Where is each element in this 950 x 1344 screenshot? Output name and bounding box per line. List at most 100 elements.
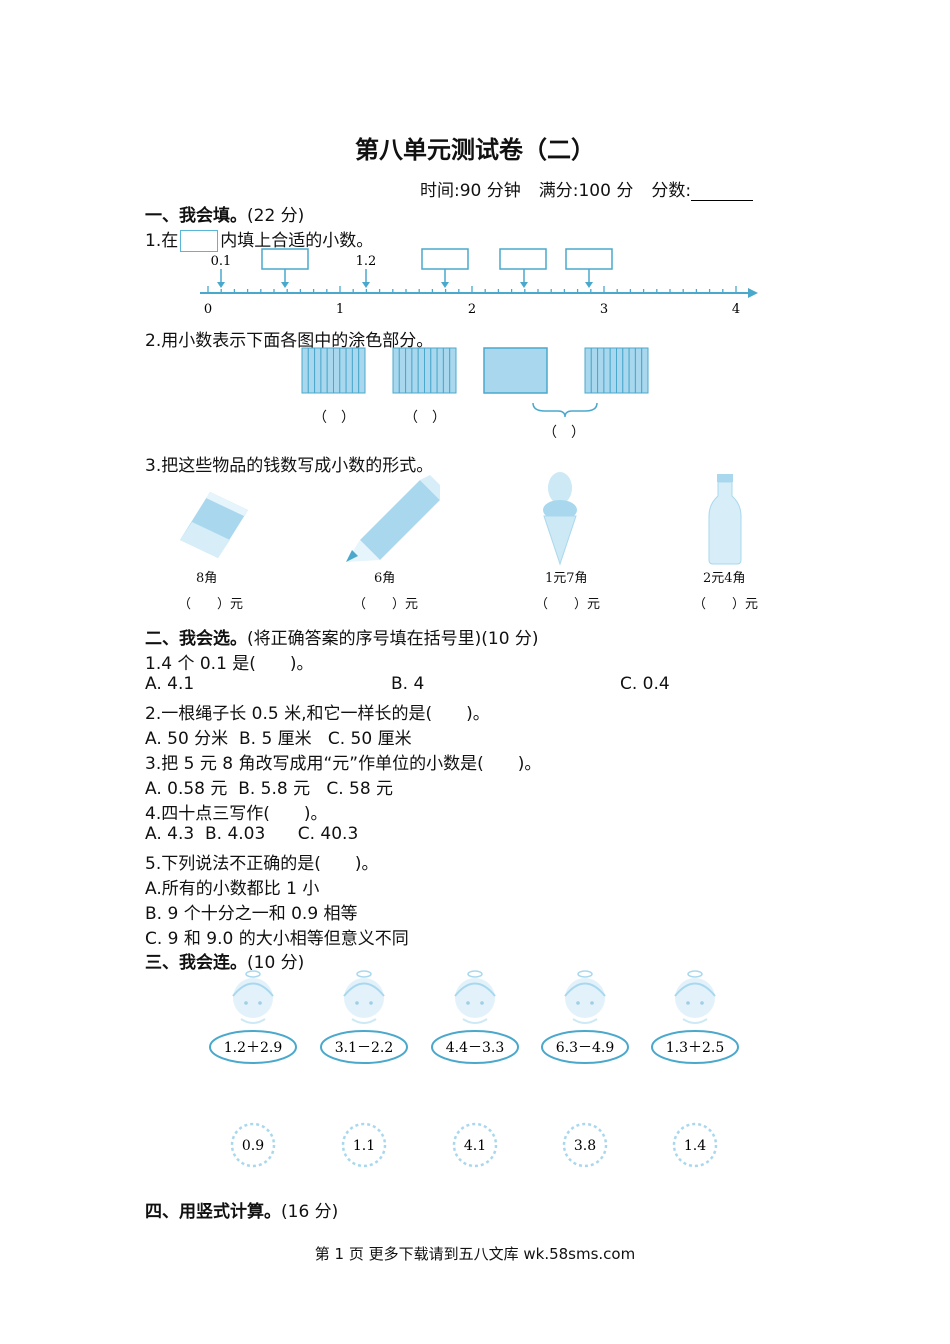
q1-prompt: 1.在 内填上合适的小数。 xyxy=(145,226,373,252)
number-line: 0 1 2 3 4 0.1 1.2 xyxy=(200,248,758,317)
figure-strip xyxy=(307,347,316,394)
answer-eraser[interactable]: （ ）元 xyxy=(178,597,244,612)
expression-oval[interactable] xyxy=(541,1030,629,1064)
number-line-ticks xyxy=(207,286,737,293)
price-eraser: 8角 xyxy=(196,571,218,586)
figure-strip xyxy=(424,347,432,394)
sample-box xyxy=(180,230,219,252)
eraser-icon xyxy=(180,492,248,558)
answer-box[interactable] xyxy=(261,248,309,288)
expression-oval[interactable] xyxy=(209,1030,297,1064)
s2-q1: 1.4 个 0.1 是( )。 xyxy=(145,654,314,674)
answer-box[interactable] xyxy=(499,248,547,288)
figure-strip xyxy=(597,347,605,394)
s2-q2-options[interactable]: A. 50 分米 B. 5 厘米 C. 50 厘米 xyxy=(145,729,412,749)
section1-title: 一、我会填。 xyxy=(145,206,247,226)
nl-label-3: 3 xyxy=(600,302,608,317)
section2-title: 二、我会选。 xyxy=(145,629,247,649)
price-bottle: 2元4角 xyxy=(703,571,746,586)
figure-strip xyxy=(436,347,444,394)
q2-prompt: 2.用小数表示下面各图中的涂色部分。 xyxy=(145,331,434,351)
answer-wreath[interactable] xyxy=(230,1122,276,1168)
expression-label: 3.1－2.2 xyxy=(335,1040,394,1056)
answer-paren-2[interactable]: （ ） xyxy=(404,410,446,426)
s2-q4: 4.四十点三写作( )。 xyxy=(145,804,328,824)
section3-title: 三、我会连。 xyxy=(145,953,247,973)
answer-label: 0.9 xyxy=(242,1138,264,1154)
figure-strip xyxy=(442,347,451,394)
answer-label: 1.1 xyxy=(353,1138,375,1154)
expression-oval[interactable] xyxy=(431,1030,519,1064)
figure-strip xyxy=(430,347,438,394)
s2-q1-opt-a[interactable]: A. 4.1 xyxy=(145,674,195,694)
full-score-label: 满分:100 分 xyxy=(538,181,634,201)
figure-strip xyxy=(411,347,419,394)
figure-strip xyxy=(622,347,630,394)
section3-heading: 三、我会连。(10 分) xyxy=(145,948,304,973)
pencil-icon xyxy=(346,475,440,562)
figure-strip xyxy=(634,347,643,394)
answer-label: 3.8 xyxy=(574,1138,596,1154)
s2-q5-opt-c[interactable]: C. 9 和 9.0 的大小相等但意义不同 xyxy=(145,929,409,949)
expression-label: 4.4－3.3 xyxy=(446,1040,505,1056)
figure-strip xyxy=(628,347,636,394)
ice-cream-icon xyxy=(543,472,577,566)
score-blank[interactable] xyxy=(691,183,754,201)
s2-q4-options[interactable]: A. 4.3 B. 4.03 C. 40.3 xyxy=(145,824,359,844)
nl-known-1.2: 1.2 xyxy=(356,254,377,269)
figure-strip xyxy=(314,347,322,394)
s2-q3-options[interactable]: A. 0.58 元 B. 5.8 元 C. 58 元 xyxy=(145,779,394,799)
page-title: 第八单元测试卷（二） xyxy=(355,135,595,164)
figure-strip xyxy=(609,347,618,394)
child-face-icon xyxy=(232,970,274,1024)
matching-items: 1.2＋2.90.93.1－2.21.14.4－3.34.16.3－4.93.8… xyxy=(209,970,739,1168)
answer-box[interactable] xyxy=(421,248,469,288)
answer-box[interactable] xyxy=(565,248,613,288)
nl-label-4: 4 xyxy=(732,302,740,317)
answer-pencil[interactable]: （ ）元 xyxy=(353,597,419,612)
figure-strip xyxy=(392,347,400,394)
page-footer: 第 1 页 更多下载请到五八文库 wk.58sms.com xyxy=(314,1245,636,1263)
answer-label: 4.1 xyxy=(464,1138,486,1154)
answer-wreath[interactable] xyxy=(452,1122,498,1168)
s2-q1-opt-b[interactable]: B. 4 xyxy=(391,674,425,694)
expression-label: 6.3－4.9 xyxy=(556,1040,615,1056)
figure-4 xyxy=(584,347,649,394)
q1-prefix: 1.在 xyxy=(145,231,179,251)
section4-points: (16 分) xyxy=(281,1202,339,1222)
s2-q5: 5.下列说法不正确的是( )。 xyxy=(145,854,379,874)
answer-wreath[interactable] xyxy=(562,1122,608,1168)
answer-bottle[interactable]: （ ）元 xyxy=(693,597,759,612)
figure-strip xyxy=(339,347,347,394)
figure-strip xyxy=(641,347,649,394)
answer-label: 1.4 xyxy=(684,1138,706,1154)
nl-known-0.1: 0.1 xyxy=(211,254,232,269)
s2-q5-opt-b[interactable]: B. 9 个十分之一和 0.9 相等 xyxy=(145,904,358,924)
figure-strip xyxy=(326,347,335,394)
nl-label-2: 2 xyxy=(468,302,476,317)
figure-strip xyxy=(584,347,592,394)
section3-points: (10 分) xyxy=(247,953,305,973)
figure-strip xyxy=(449,347,457,394)
q1-suffix: 内填上合适的小数。 xyxy=(220,231,374,251)
s2-q5-opt-a[interactable]: A.所有的小数都比 1 小 xyxy=(145,879,320,899)
arrow-head-icon xyxy=(748,288,758,298)
answer-wreath[interactable] xyxy=(672,1122,718,1168)
answer-ice-cream[interactable]: （ ）元 xyxy=(535,597,601,612)
q3-prompt: 3.把这些物品的钱数写成小数的形式。 xyxy=(145,456,434,476)
answer-wreath[interactable] xyxy=(341,1122,387,1168)
answer-paren-1[interactable]: （ ） xyxy=(313,410,355,426)
expression-oval[interactable] xyxy=(320,1030,408,1064)
figure-strip xyxy=(398,347,407,394)
exam-meta: 时间:90 分钟满分:100 分分数: xyxy=(420,176,771,201)
s2-q2: 2.一根绳子长 0.5 米,和它一样长的是( )。 xyxy=(145,704,490,724)
answer-paren-3[interactable]: （ ） xyxy=(543,425,585,441)
s2-q1-opt-c[interactable]: C. 0.4 xyxy=(620,674,670,694)
expression-oval[interactable] xyxy=(651,1030,739,1064)
figure-strip xyxy=(333,347,341,394)
section1-points: (22 分) xyxy=(247,206,305,226)
time-label: 时间:90 分钟 xyxy=(420,181,521,201)
figure-strip xyxy=(320,347,328,394)
arrow-down-icon xyxy=(362,282,370,288)
section4-title: 四、用竖式计算。 xyxy=(145,1202,281,1222)
